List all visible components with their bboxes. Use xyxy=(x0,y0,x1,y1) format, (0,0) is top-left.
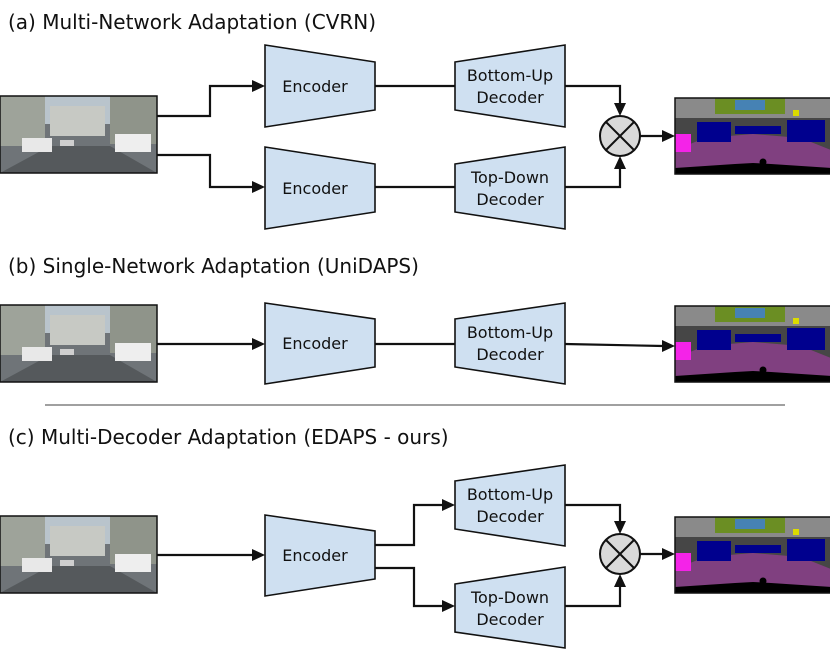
encoder-label: Encoder xyxy=(282,334,348,353)
panel-a-encoder-bottom: Encoder xyxy=(264,146,376,230)
encoder-label: Encoder xyxy=(282,77,348,96)
decoder-label-line1: Top-Down xyxy=(470,588,549,607)
panel-a-output-segmentation xyxy=(674,97,830,175)
panel-c-arrows xyxy=(157,499,675,612)
panel-c-decoder-top-down: Top-Down Decoder xyxy=(454,566,566,649)
decoder-label-line1: Top-Down xyxy=(470,168,549,187)
panel-a-arrows xyxy=(157,80,675,193)
decoder-label-line1: Bottom-Up xyxy=(467,323,553,342)
panel-b-arrows xyxy=(157,338,675,352)
panel-b-input-image xyxy=(0,304,158,383)
panel-c-output-segmentation xyxy=(674,516,830,594)
panel-a-decoder-bottom-up: Bottom-Up Decoder xyxy=(454,44,566,128)
panel-a-decoder-top-down: Top-Down Decoder xyxy=(454,146,566,230)
panel-c-fusion-multiply-icon xyxy=(599,533,641,575)
encoder-label: Encoder xyxy=(282,546,348,565)
panel-b-output-segmentation xyxy=(674,305,830,383)
panel-c-encoder: Encoder xyxy=(264,514,376,597)
panel-b-title: (b) Single-Network Adaptation (UniDAPS) xyxy=(8,254,419,278)
panel-c-title: (c) Multi-Decoder Adaptation (EDAPS - ou… xyxy=(8,425,449,449)
panel-a-input-image xyxy=(0,95,158,174)
decoder-label-line2: Decoder xyxy=(476,610,544,629)
panel-b-encoder: Encoder xyxy=(264,302,376,385)
panel-a-fusion-multiply-icon xyxy=(599,115,641,157)
decoder-label-line2: Decoder xyxy=(476,345,544,364)
panel-c-decoder-bottom-up: Bottom-Up Decoder xyxy=(454,464,566,547)
panel-a-encoder-top: Encoder xyxy=(264,44,376,128)
panel-a-title: (a) Multi-Network Adaptation (CVRN) xyxy=(8,10,376,34)
decoder-label-line1: Bottom-Up xyxy=(467,485,553,504)
panel-c-input-image xyxy=(0,515,158,594)
decoder-label-line1: Bottom-Up xyxy=(467,66,553,85)
decoder-label-line2: Decoder xyxy=(476,88,544,107)
decoder-label-line2: Decoder xyxy=(476,507,544,526)
panel-b-decoder-bottom-up: Bottom-Up Decoder xyxy=(454,302,566,385)
encoder-label: Encoder xyxy=(282,179,348,198)
decoder-label-line2: Decoder xyxy=(476,190,544,209)
